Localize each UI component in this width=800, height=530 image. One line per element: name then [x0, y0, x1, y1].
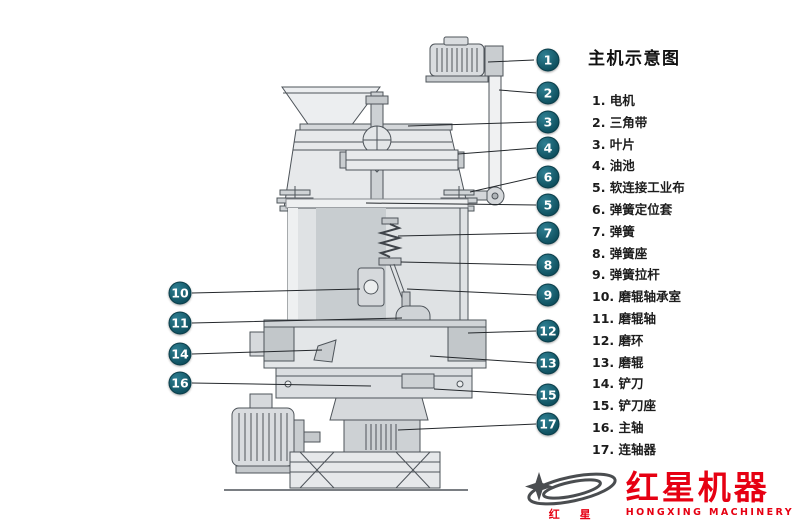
base-frame: [224, 451, 468, 491]
oil-pool: [339, 149, 465, 171]
callout-17: 17: [536, 412, 560, 436]
diagram-title: 主机示意图: [588, 49, 681, 69]
callout-13: 13: [536, 351, 560, 375]
legend-item-16: 16. 主轴: [592, 419, 644, 435]
roller-bearing-chamber: [357, 267, 385, 307]
legend-item-14: 14. 铲刀: [592, 376, 644, 392]
callout-16: 16: [168, 371, 192, 395]
legend-item-8: 8. 弹簧座: [592, 245, 648, 261]
legend-item-17: 17. 连轴器: [592, 441, 656, 457]
top-motor: [425, 36, 504, 83]
callout-4: 4: [536, 136, 560, 160]
shovel-seat: [401, 373, 435, 389]
hongxing-emblem-icon: [524, 472, 617, 506]
legend-item-3: 3. 叶片: [592, 136, 635, 152]
callout-10: 10: [168, 281, 192, 305]
legend-item-6: 6. 弹簧定位套: [592, 201, 673, 217]
leader-lines: [191, 59, 537, 431]
legend-item-10: 10. 磨辊轴承室: [592, 289, 681, 305]
hongxing-emblem: 红 星: [518, 467, 622, 522]
legend-item-5: 5. 软连接工业布: [592, 180, 685, 196]
emblem-caption: 红 星: [548, 508, 599, 521]
callout-9: 9: [536, 283, 560, 307]
callout-15: 15: [536, 383, 560, 407]
legend-item-13: 13. 磨辊: [592, 354, 644, 370]
brand-name-cn: 红星机器: [625, 468, 770, 507]
callout-5: 5: [536, 193, 560, 217]
brand-logo: 红 星 红星机器 HONGXING MACHINERY: [518, 467, 794, 522]
callout-7: 7: [536, 221, 560, 245]
grinding-chamber: [249, 319, 487, 369]
callout-1: 1: [536, 48, 560, 72]
bottom-motor: [231, 393, 321, 474]
legend-item-1: 1. 电机: [592, 93, 635, 108]
legend-item-4: 4. 油池: [592, 158, 635, 174]
shovel-blade: [313, 339, 337, 363]
callout-11: 11: [168, 311, 192, 335]
callout-3: 3: [536, 110, 560, 134]
legend-item-9: 9. 弹簧拉杆: [592, 267, 660, 283]
legend-item-2: 2. 三角带: [592, 114, 648, 130]
callout-2: 2: [536, 81, 560, 105]
brand-name-en: HONGXING MACHINERY: [625, 507, 794, 518]
legend-item-12: 12. 磨环: [592, 332, 644, 348]
machine-base: [275, 367, 473, 399]
legend-list: 1. 电机 2. 三角带 3. 叶片 4. 油池 5. 软连接工业布 6. 弹簧…: [592, 90, 685, 461]
callout-14: 14: [168, 342, 192, 366]
star-icon: [524, 472, 553, 501]
callout-12: 12: [536, 319, 560, 343]
callout-8: 8: [536, 253, 560, 277]
legend-item-11: 11. 磨辊轴: [592, 310, 656, 326]
callout-6: 6: [536, 165, 560, 189]
legend-item-7: 7. 弹簧: [592, 223, 635, 239]
legend-item-15: 15. 铲刀座: [592, 398, 656, 414]
